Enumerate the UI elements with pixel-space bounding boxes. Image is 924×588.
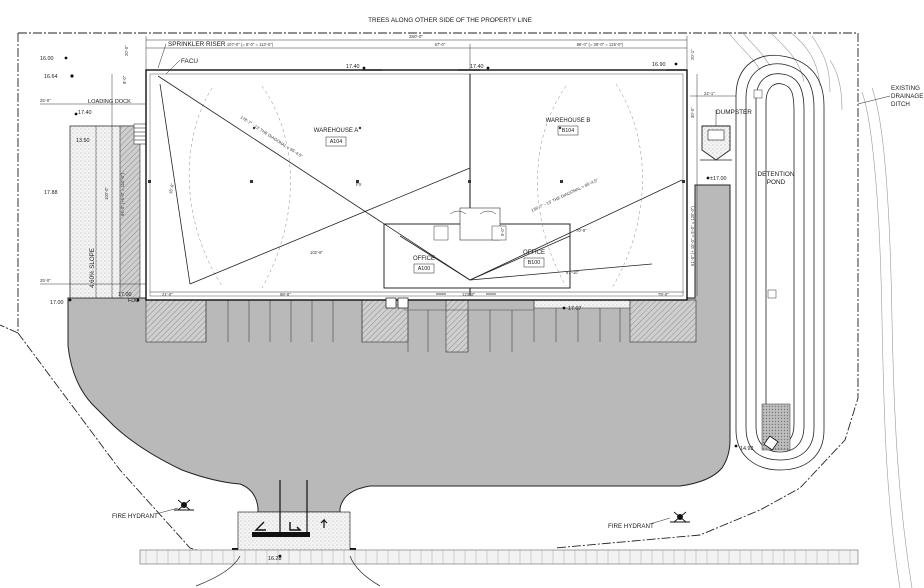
drainage-label-1: EXISTING	[891, 85, 920, 92]
elevation-dots	[64, 56, 738, 558]
property-line	[0, 32, 859, 561]
dim-bottom-left-2: 98'-8"	[280, 292, 291, 297]
dim-side-left: 8'-0"	[122, 75, 127, 84]
dim-bottom-mid: 123'-8"	[462, 292, 476, 297]
paved-parking-area	[67, 184, 731, 513]
elev-1600: 16.00	[40, 56, 54, 62]
detention-pond-label-2: POND	[767, 179, 786, 186]
elev-1700c: ±17.00	[710, 176, 726, 182]
sidewalk	[139, 549, 859, 587]
facu-label: FACU	[181, 58, 198, 65]
detention-pond-label-1: DETENTION	[758, 171, 795, 178]
landscape-islands	[145, 299, 697, 353]
elev-1740a: 17.40	[78, 110, 92, 116]
dumpster-enclosure	[700, 125, 732, 161]
fire-hydrant-left-label: FIRE HYDRANT	[112, 513, 158, 520]
dim-bottom-right-2: 79'-0"	[658, 292, 669, 297]
warehouse-b-tag: B104	[562, 128, 575, 134]
trees-note: TREES ALONG OTHER SIDE OF THE PROPERTY L…	[368, 17, 532, 24]
warehouse-a-label: WAREHOUSE A	[314, 128, 358, 134]
fx-label: FX	[356, 182, 362, 187]
elev-1700b: 17.00	[118, 292, 132, 298]
slope-label: 4.60% SLOPE	[89, 248, 96, 288]
warehouse-a-tag: A104	[330, 139, 343, 145]
drainage-label-2: DRAINAGE	[891, 93, 923, 100]
elev-1628: 16.28	[268, 556, 282, 562]
elev-1740c: 17.40	[470, 64, 484, 70]
dim-top-margin: 20'-0"	[124, 45, 129, 56]
pond-outlet-structure	[763, 435, 779, 451]
leader-lines	[155, 43, 891, 525]
dock-ramp-hatch	[119, 125, 141, 299]
warehouse-b-label: WAREHOUSE B	[546, 118, 591, 124]
office-b-label: OFFICE	[523, 250, 545, 256]
office-b-tag: B100	[528, 260, 541, 266]
dim-col-a: 35'-6"	[168, 182, 175, 194]
sprinkler-riser-label: SPRINKLER RISER	[168, 41, 226, 48]
parking-stalls	[205, 300, 621, 352]
dim-bay-a: 107'-0" (= 8'-0" = 113'-0")	[227, 42, 274, 47]
dim-bay-b: 86'-0" (= 39'-0" = 125'-0")	[577, 42, 624, 47]
fdc-label: FDC	[128, 298, 139, 304]
dim-left-height: 100'-0"	[104, 186, 109, 200]
tree-linework	[727, 31, 913, 588]
elev-1690: 16.90	[652, 62, 666, 68]
fire-hydrant-right-label: FIRE HYDRANT	[608, 523, 654, 530]
elev-1492: 14.92	[740, 446, 754, 452]
elev-1788: 17.88	[44, 190, 58, 196]
dim-dock-offset-low: 25'-0"	[40, 278, 51, 283]
dim-right-offset: 22'-1"	[704, 91, 715, 96]
dim-right-small: 30'-0"	[690, 107, 695, 118]
dim-dock-offset: 25'-0"	[40, 98, 51, 103]
loading-dock-label: LOADING DOCK	[88, 99, 131, 105]
dimension-lines	[40, 36, 736, 298]
drainage-label-3: DITCH	[891, 101, 910, 108]
dim-small-b: 5'-0"	[500, 227, 505, 236]
dim-bay-mid: 57'-0"	[435, 42, 446, 47]
dim-top-margin-r: 20'-1"	[690, 49, 695, 60]
dim-bottom-left-1: 21'-0"	[162, 292, 173, 297]
elev-1700a: 17.00	[50, 300, 64, 306]
dock-stairs	[133, 123, 147, 145]
dim-left-height-sub: 94'-0" (+6'-0" = 110'-0")	[120, 173, 125, 216]
elev-1350: 13.50	[76, 138, 90, 144]
elev-1740b: 17.40	[346, 64, 360, 70]
dumpster-label: DUMPSTER	[716, 109, 752, 116]
pond-markers	[753, 89, 777, 299]
elev-1664: 16.64	[44, 74, 58, 80]
dim-overall: 280'-0"	[409, 34, 424, 39]
office-a-label: OFFICE	[413, 256, 435, 262]
dim-inner-a: 102'-8"	[310, 250, 324, 255]
building	[145, 69, 688, 309]
dim-right-side: 61'-0" (+ 15'-0" = 6'-0" = 120'-0")	[690, 206, 695, 266]
dim-inner-b: 70'-0"	[576, 228, 587, 233]
office-a-tag: A100	[418, 266, 431, 272]
elev-1707: 17.07	[568, 306, 582, 312]
fire-hydrant-right-icon	[670, 511, 690, 523]
dim-bottom-right-1: 67'-10"	[566, 270, 580, 275]
fire-hydrant-left-icon	[174, 499, 194, 511]
